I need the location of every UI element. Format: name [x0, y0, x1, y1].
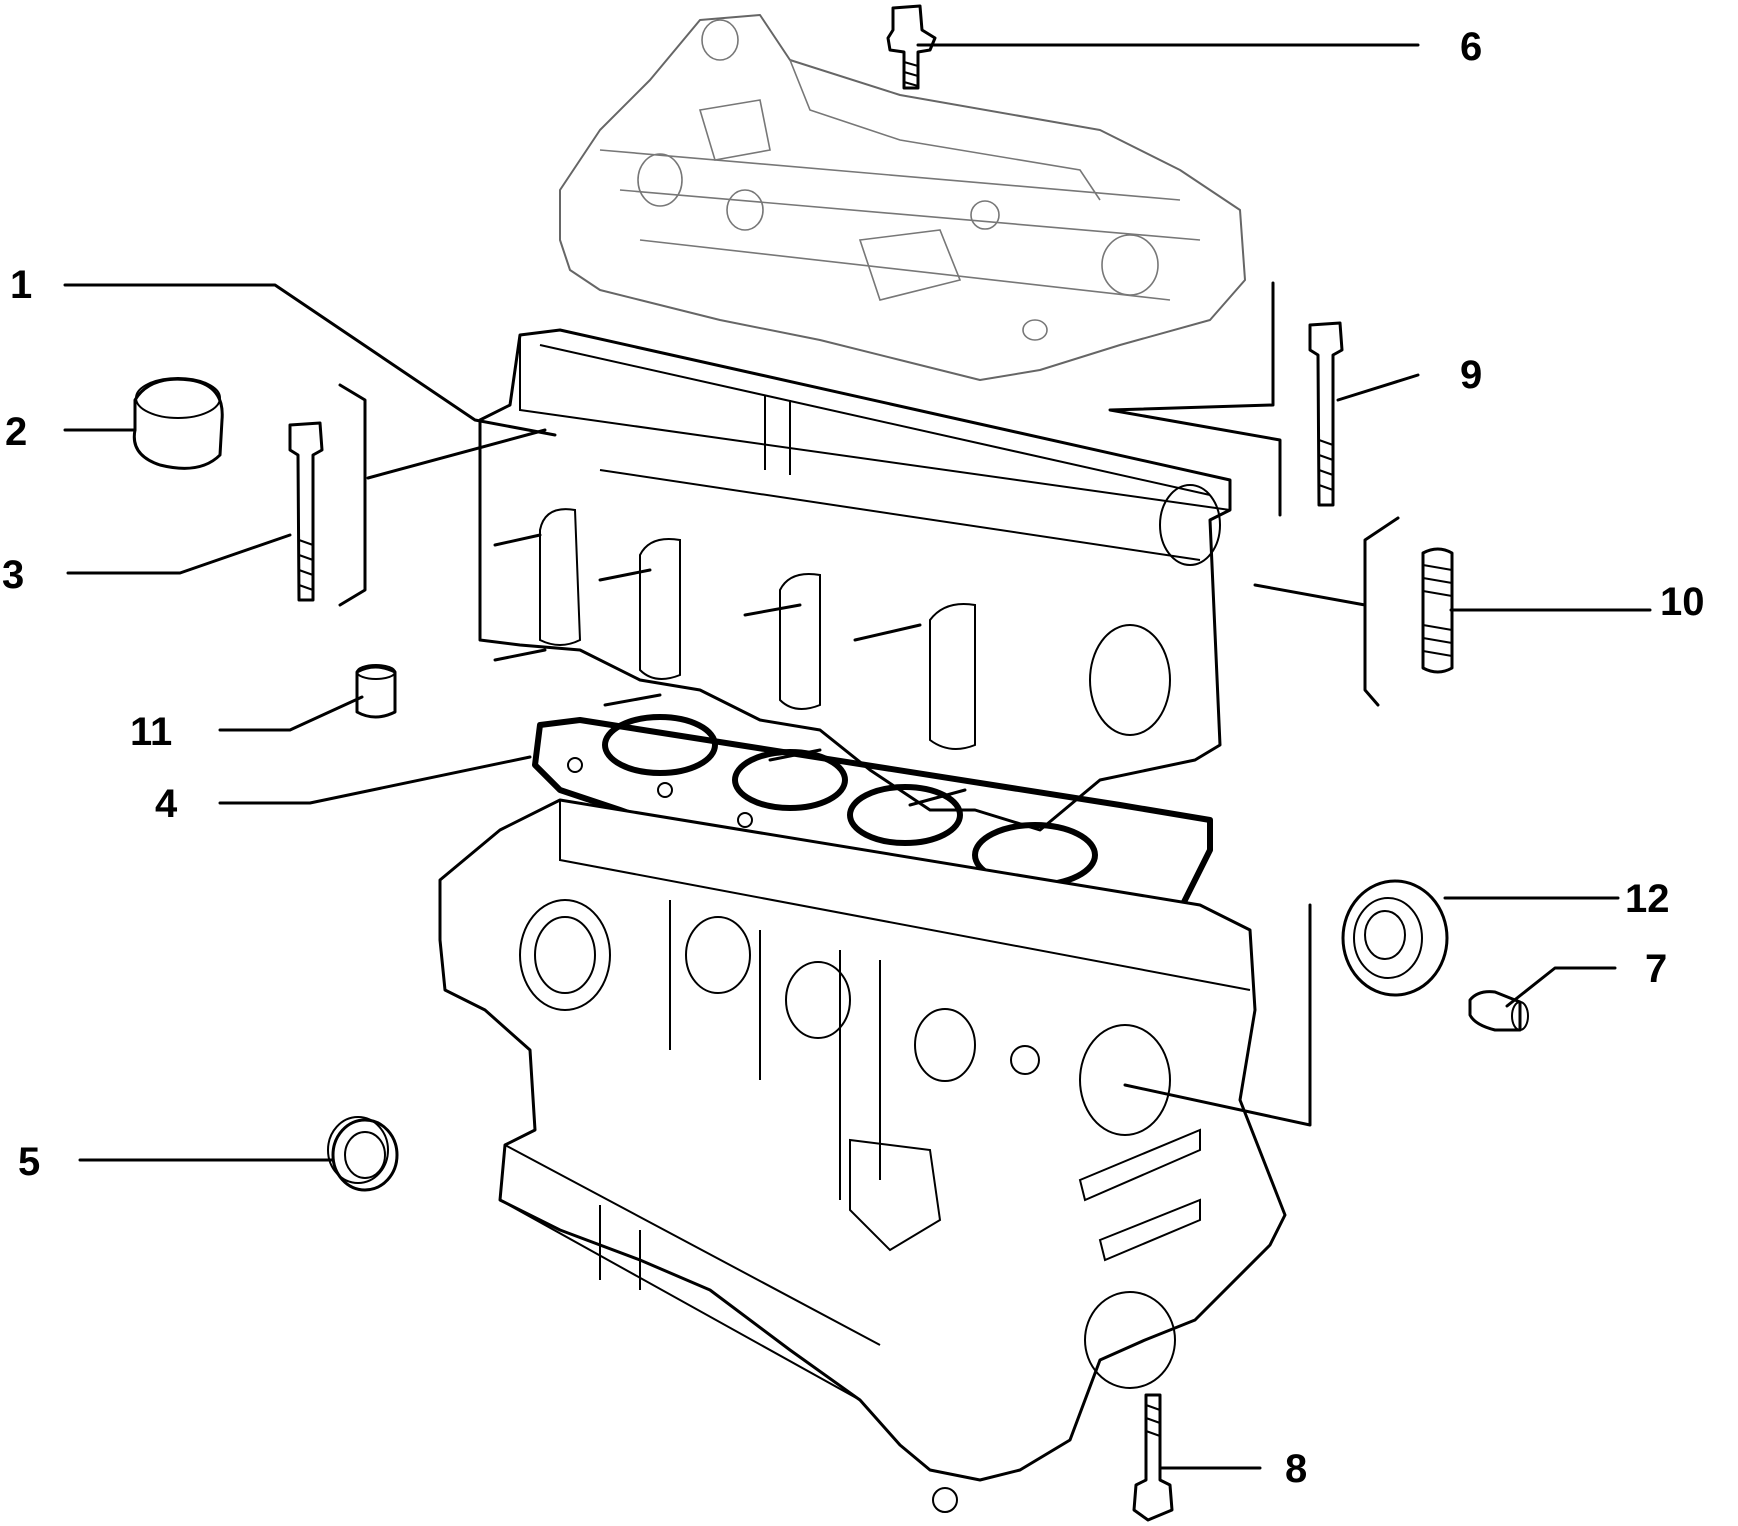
tappet-cap-part: [132, 377, 224, 470]
dowel-sleeve-part: [355, 664, 397, 719]
callout-labels: 1 2 3 4 5 6 7 8 9 10 11 12: [2, 25, 1705, 1491]
oil-seal-part: [1341, 879, 1449, 997]
callout-7: 7: [1645, 947, 1667, 991]
seal-ring-part: [327, 1116, 399, 1192]
callout-5: 5: [18, 1140, 40, 1184]
head-bolt-part-2: [1308, 321, 1344, 507]
callout-3: 3: [2, 553, 24, 597]
valve-cover-icon: [559, 14, 1246, 381]
callout-8: 8: [1285, 1447, 1307, 1491]
block-bolt-part: [1132, 1393, 1174, 1522]
stud-part: [1421, 547, 1454, 674]
cylinder-head-icon: [478, 328, 1232, 832]
leader-lines: [63, 43, 1652, 1470]
callout-10: 10: [1660, 580, 1705, 624]
callout-2: 2: [5, 410, 27, 454]
callout-6: 6: [1460, 25, 1482, 69]
callout-12: 12: [1625, 877, 1670, 921]
callout-1: 1: [10, 263, 32, 307]
callout-11: 11: [130, 710, 172, 754]
engine-block-icon: [438, 798, 1287, 1513]
plug-part: [1468, 990, 1529, 1032]
callout-9: 9: [1460, 353, 1482, 397]
callout-4: 4: [155, 782, 178, 826]
cover-bolt-part: [886, 4, 937, 90]
head-bolt-part: [288, 421, 324, 602]
